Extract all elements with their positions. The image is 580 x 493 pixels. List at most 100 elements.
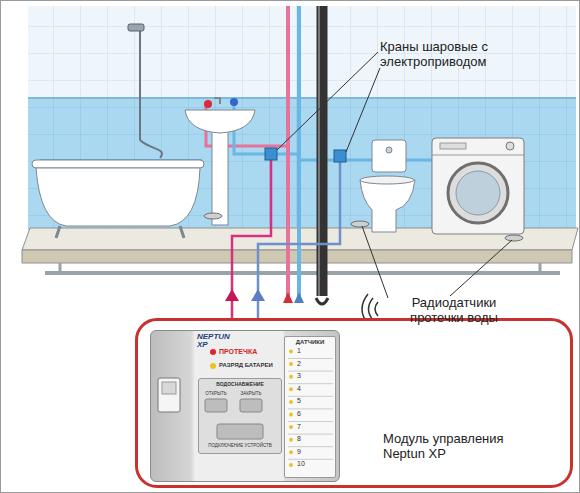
sensor-number: 2: [297, 360, 317, 368]
control-cable: [258, 160, 340, 300]
sensor-number: 3: [297, 372, 317, 380]
row-divider: [288, 446, 333, 447]
indicator-label: РАЗРЯД БАТАРЕИ: [219, 362, 281, 369]
machine-drawer: [440, 143, 466, 149]
ball-valve: [334, 150, 346, 162]
bath-leg: [56, 226, 60, 238]
flow-arrow: [283, 292, 293, 303]
sensor-led: [289, 425, 293, 429]
module-outline: Модуль управления Neptun XP NEPTUN XP ВОДО…: [135, 318, 573, 488]
callout-text: Краны шаровые с электроприводом: [380, 40, 508, 70]
toilet-cistern: [372, 140, 406, 172]
sink-spout: [214, 98, 220, 104]
shower-head: [128, 24, 144, 31]
sensor-number: 9: [297, 448, 317, 456]
underfloor-pipe: [59, 263, 62, 273]
control-cable: [257, 300, 260, 320]
water-control-panel: ВОДОСНАБЖЕНИЕ: [198, 378, 282, 454]
sensor-number: 10: [297, 460, 317, 468]
callout-text: Радиодатчики протечки воды: [384, 296, 524, 326]
cold-riser: [297, 6, 301, 302]
button-label: ОТКРЫТЬ: [201, 391, 231, 396]
sensor-indicators: [288, 350, 333, 467]
row-divider: [288, 421, 333, 422]
bath-rim: [32, 160, 204, 168]
underfloor-pipe: [45, 271, 560, 275]
leader-line: [346, 68, 380, 152]
row-divider: [288, 371, 333, 372]
sensor-number: 6: [297, 410, 317, 418]
leader-line: [277, 52, 378, 150]
sensor-led: [289, 438, 293, 442]
close-button: [240, 399, 262, 412]
open-button: [205, 399, 227, 412]
panel-heading: ВОДОСНАБЖЕНИЕ: [199, 382, 281, 388]
flush-button: [386, 147, 392, 153]
module-caption: Модуль управления Neptun XP: [383, 432, 518, 462]
switch-key: [162, 382, 176, 394]
underfloor-pipe: [539, 263, 542, 273]
machine-panel: [432, 155, 524, 156]
row-divider: [288, 408, 333, 409]
shower-hose: [140, 140, 162, 158]
row-divider: [288, 383, 333, 384]
machine-drum: [456, 171, 500, 215]
leader-line: [362, 226, 388, 298]
wall-border: [28, 97, 576, 99]
row-divider: [288, 396, 333, 397]
wall-upper: [28, 6, 576, 98]
radio-wave: [375, 302, 378, 316]
row-divider: [288, 459, 333, 460]
ball-valve: [265, 148, 277, 160]
control-cable: [231, 300, 234, 320]
shower-pole: [139, 30, 141, 140]
sewer-outlet: [316, 298, 328, 304]
panel-heading: ДАТЧИКИ: [285, 339, 335, 346]
sensor-led: [289, 362, 293, 366]
bath-leg: [180, 226, 184, 238]
leak-sensor: [505, 235, 523, 241]
brand-logo: NEPTUN XP: [197, 333, 241, 349]
control-cable: [232, 160, 271, 300]
battery-led: [210, 363, 216, 369]
sensor-led: [289, 375, 293, 379]
pairing-button: [217, 424, 263, 439]
sewer-highlight: [318, 6, 320, 296]
sensor-number: 1: [297, 347, 317, 355]
leak-sensor: [351, 221, 369, 227]
cable-arrow: [225, 289, 239, 301]
row-divider: [288, 358, 333, 359]
machine-door: [448, 163, 508, 223]
radio-wave: [369, 298, 374, 320]
sink-pedestal: [212, 128, 228, 225]
power-switch: [158, 378, 180, 412]
sensor-number: 8: [297, 435, 317, 443]
sewer-riser: [317, 6, 328, 296]
flow-arrow: [294, 292, 304, 303]
washing-machine: [432, 138, 524, 234]
sensor-led: [289, 463, 293, 467]
leak-led: [210, 349, 216, 355]
machine-knob: [506, 142, 514, 150]
hot-riser: [286, 6, 290, 302]
cold-tap: [230, 98, 238, 106]
sensor-panel: ДАТЧИКИ: [284, 336, 336, 478]
hot-tap: [204, 100, 212, 108]
button-label: ЗАКРЫТЬ: [236, 391, 266, 396]
sensor-led: [289, 400, 293, 404]
sensor-number: 5: [297, 397, 317, 405]
sink-basin: [185, 110, 255, 133]
sensor-led: [289, 387, 293, 391]
row-divider: [288, 434, 333, 435]
bathtub: [36, 168, 200, 226]
sensor-led: [289, 450, 293, 454]
sensor-number: 4: [297, 385, 317, 393]
sensor-led: [289, 413, 293, 417]
button-label: ПОДКЛЮЧЕНИЕ УСТРОЙСТВ: [199, 443, 281, 448]
sensor-led: [289, 350, 293, 354]
leak-sensor: [204, 213, 222, 219]
